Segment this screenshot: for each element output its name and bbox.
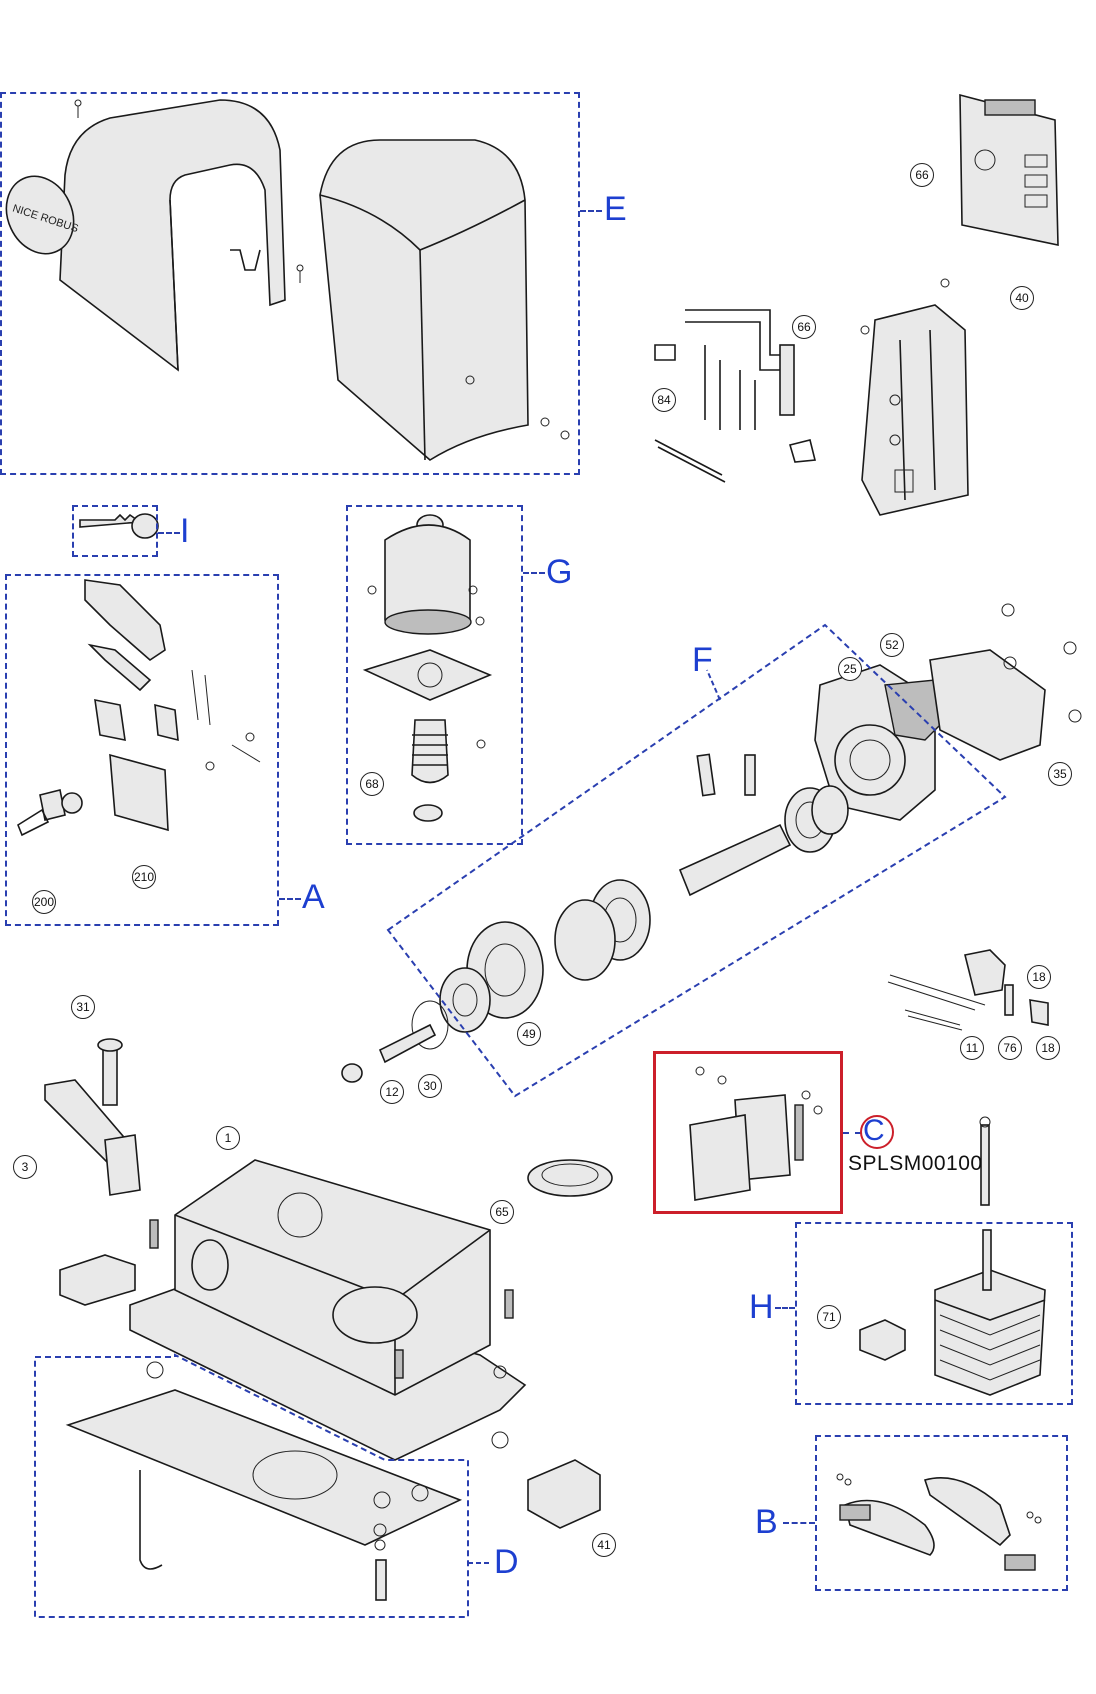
seal-ring-drawing bbox=[527, 1159, 613, 1197]
group-C-box[interactable] bbox=[653, 1051, 843, 1214]
callout-40: 40 bbox=[1010, 286, 1034, 310]
group-E-label: E bbox=[604, 190, 627, 228]
group-B-box bbox=[815, 1435, 1068, 1591]
group-G-leader bbox=[523, 572, 545, 574]
group-F-label: F bbox=[692, 641, 713, 679]
callout-52: 52 bbox=[880, 633, 904, 657]
group-H-label: H bbox=[749, 1288, 774, 1326]
group-E-leader bbox=[580, 210, 602, 212]
callout-30: 30 bbox=[418, 1074, 442, 1098]
release-handle-drawing bbox=[44, 1038, 141, 1196]
group-A-leader bbox=[279, 898, 301, 900]
cover-box-drawing bbox=[319, 139, 570, 461]
group-D-label: D bbox=[494, 1543, 519, 1581]
wiring-harness-drawing bbox=[654, 309, 817, 483]
transformer-drawing bbox=[859, 1229, 1046, 1396]
callout-25: 25 bbox=[838, 657, 862, 681]
callout-65: 65 bbox=[490, 1200, 514, 1224]
limit-switch-board-drawing bbox=[689, 1066, 823, 1201]
callout-31: 31 bbox=[71, 995, 95, 1019]
callout-66-board: 66 bbox=[910, 163, 934, 187]
callout-41: 41 bbox=[592, 1533, 616, 1557]
lock-assembly-drawing bbox=[17, 579, 261, 837]
callout-66-wiring: 66 bbox=[792, 315, 816, 339]
group-A-box bbox=[5, 574, 279, 926]
callout-12: 12 bbox=[380, 1080, 404, 1104]
group-I-label: I bbox=[180, 512, 190, 550]
key-drawing bbox=[79, 513, 159, 539]
callout-3: 3 bbox=[13, 1155, 37, 1179]
callout-11: 11 bbox=[960, 1036, 984, 1060]
callout-71: 71 bbox=[817, 1305, 841, 1329]
callout-18-top: 18 bbox=[1027, 965, 1051, 989]
group-C-label: C bbox=[863, 1114, 885, 1147]
group-B-label: B bbox=[755, 1503, 778, 1541]
part-number-label: SPLSM00100 bbox=[848, 1152, 983, 1175]
callout-210: 210 bbox=[132, 865, 156, 889]
callout-35: 35 bbox=[1048, 762, 1072, 786]
callout-76: 76 bbox=[998, 1036, 1022, 1060]
callout-18-bottom: 18 bbox=[1036, 1036, 1060, 1060]
callout-200: 200 bbox=[32, 890, 56, 914]
callout-84: 84 bbox=[652, 388, 676, 412]
callout-49: 49 bbox=[517, 1022, 541, 1046]
callout-1: 1 bbox=[216, 1126, 240, 1150]
group-H-box bbox=[795, 1222, 1073, 1405]
end-cap-drawing bbox=[527, 1459, 601, 1529]
cover-shell-drawing: NICE ROBUS bbox=[5, 99, 304, 372]
control-board-drawing bbox=[959, 93, 1059, 246]
release-brackets-drawing bbox=[836, 1473, 1042, 1571]
group-C-leader bbox=[843, 1132, 861, 1134]
sensor-parts-drawing bbox=[887, 949, 1049, 1031]
group-B-leader bbox=[783, 1522, 815, 1524]
group-I-box bbox=[72, 505, 158, 557]
long-screw-drawing bbox=[979, 1116, 991, 1206]
group-C-highlight-circle bbox=[860, 1115, 894, 1149]
group-I-leader bbox=[158, 532, 180, 534]
callout-68: 68 bbox=[360, 772, 384, 796]
group-A-label: A bbox=[302, 878, 325, 916]
group-G-label: G bbox=[546, 553, 573, 591]
mounting-bracket-drawing bbox=[860, 278, 969, 516]
group-H-leader bbox=[775, 1307, 795, 1309]
group-E-box bbox=[0, 92, 580, 475]
